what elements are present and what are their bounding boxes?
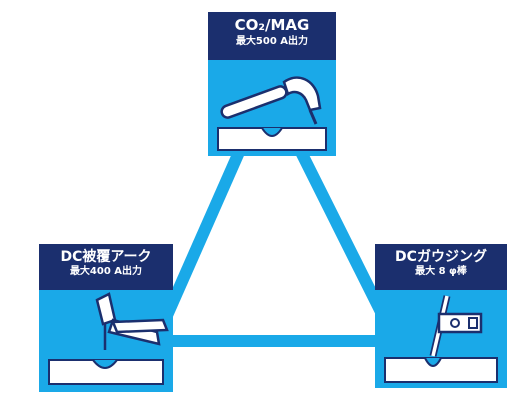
weld-plate-dc-gouging [384, 357, 498, 383]
electrode-holder-icon [95, 292, 169, 350]
panel-co2-mag: CO₂/MAG 最大500 A出力 [208, 12, 336, 156]
panel-dc-gouging: DCガウジング 最大 8 φ棒 [375, 244, 507, 388]
panel-dc-gouging-subtitle: 最大 8 φ棒 [415, 266, 467, 277]
weld-plate-dc-covered-arc [48, 359, 164, 385]
panel-dc-gouging-art [375, 290, 507, 388]
panel-dc-covered-arc-header: DC被覆アーク 最大400 A出力 [39, 244, 173, 290]
weld-plate-co2-mag [217, 127, 327, 151]
connector-top-left [159, 147, 246, 323]
panel-dc-gouging-title: DCガウジング [395, 249, 487, 265]
connector-top-right [294, 147, 391, 323]
welding-torch-icon [220, 76, 322, 125]
panel-co2-mag-title: CO₂/MAG [234, 16, 310, 34]
panel-dc-gouging-header: DCガウジング 最大 8 φ棒 [375, 244, 507, 290]
panel-dc-covered-arc-subtitle: 最大400 A出力 [69, 266, 143, 277]
panel-dc-covered-arc-title: DC被覆アーク [60, 249, 152, 265]
gouging-torch-icon [429, 295, 483, 357]
panel-co2-mag-header: CO₂/MAG 最大500 A出力 [208, 12, 336, 60]
panel-co2-mag-subtitle: 最大500 A出力 [235, 36, 309, 47]
panel-dc-covered-arc: DC被覆アーク 最大400 A出力 [39, 244, 173, 392]
panel-co2-mag-art [208, 60, 336, 156]
panel-dc-covered-arc-art [39, 290, 173, 392]
